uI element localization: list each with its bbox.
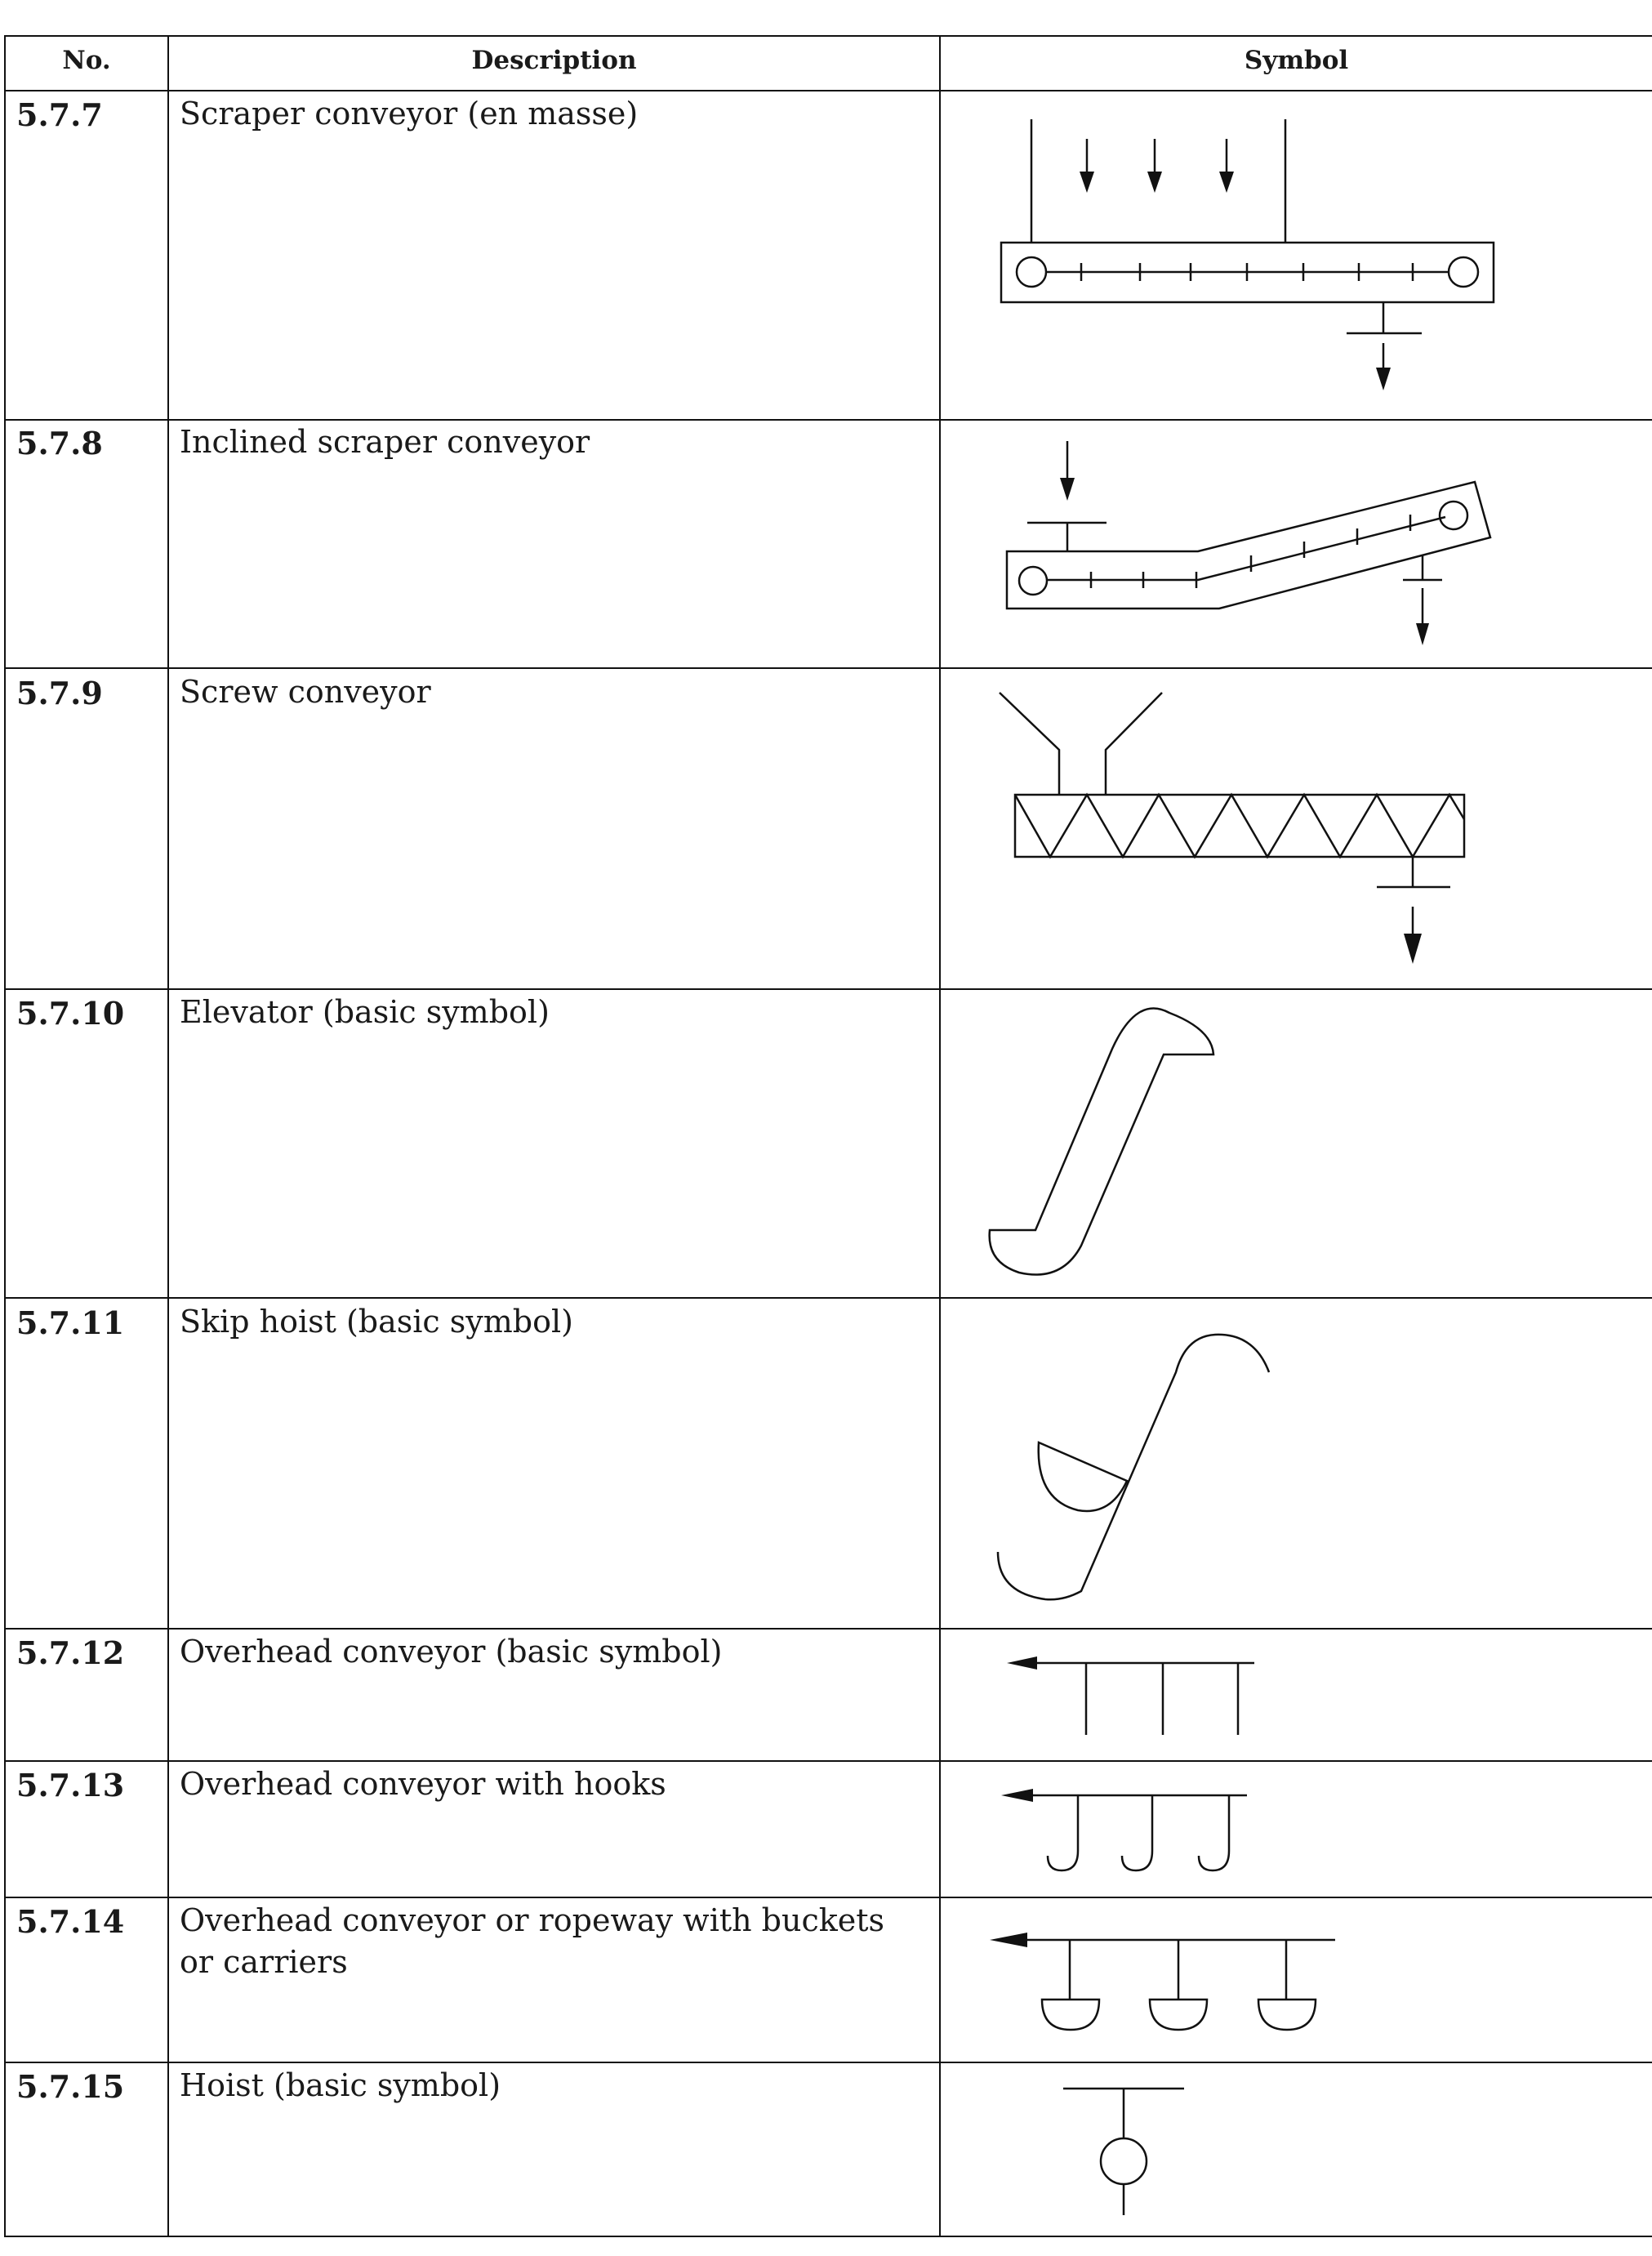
inclined-scraper-conveyor-icon	[939, 421, 1650, 645]
skip-hoist-icon	[939, 1299, 1650, 1627]
row-number: 5.7.12	[16, 1634, 125, 1671]
row-description: Hoist (basic symbol)	[180, 2067, 501, 2103]
table-rule	[4, 35, 6, 2237]
scraper-conveyor-icon	[939, 91, 1650, 390]
row-number: 5.7.10	[16, 995, 125, 1032]
header-no: No.	[62, 46, 111, 75]
table-rule	[167, 35, 169, 2237]
row-description: Overhead conveyor (basic symbol)	[180, 1634, 723, 1670]
row-description: Overhead conveyor with hooks	[180, 1766, 666, 1802]
table-rule	[4, 667, 1652, 669]
table-rule	[4, 1297, 1652, 1299]
row-number: 5.7.11	[16, 1304, 125, 1341]
table-rule	[4, 35, 1652, 37]
row-description: Elevator (basic symbol)	[180, 994, 550, 1030]
header-description: Description	[471, 46, 637, 75]
row-description: Skip hoist (basic symbol)	[180, 1304, 573, 1340]
elevator-icon	[939, 990, 1650, 1296]
row-description: Overhead conveyor or ropeway with bucket…	[180, 1902, 885, 1980]
row-description: Inclined scraper conveyor	[180, 424, 590, 460]
row-number: 5.7.8	[16, 425, 103, 461]
table-rule	[4, 2062, 1652, 2063]
overhead-conveyor-hooks-icon	[1001, 1789, 1650, 1897]
row-description: Scraper conveyor (en masse)	[180, 96, 639, 132]
row-number: 5.7.9	[16, 675, 103, 711]
table-rule	[4, 90, 1652, 91]
row-description: Screw conveyor	[180, 674, 431, 710]
table-rule	[4, 419, 1652, 421]
row-number: 5.7.13	[16, 1767, 125, 1803]
row-number: 5.7.7	[16, 96, 103, 133]
row-number: 5.7.15	[16, 2068, 125, 2105]
table-rule	[4, 1628, 1652, 1630]
hoist-icon	[939, 2063, 1650, 2235]
table-rule	[4, 1760, 1652, 1762]
overhead-conveyor-buckets-icon	[990, 1933, 1650, 2062]
table-rule	[4, 1897, 1652, 1898]
row-number: 5.7.14	[16, 1903, 125, 1940]
screw-conveyor-icon	[939, 669, 1650, 964]
overhead-conveyor-icon	[1007, 1656, 1650, 1760]
table-rule	[4, 988, 1652, 990]
table-rule	[939, 35, 941, 2237]
table-rule	[4, 2236, 1652, 2237]
header-symbol: Symbol	[1244, 46, 1349, 75]
